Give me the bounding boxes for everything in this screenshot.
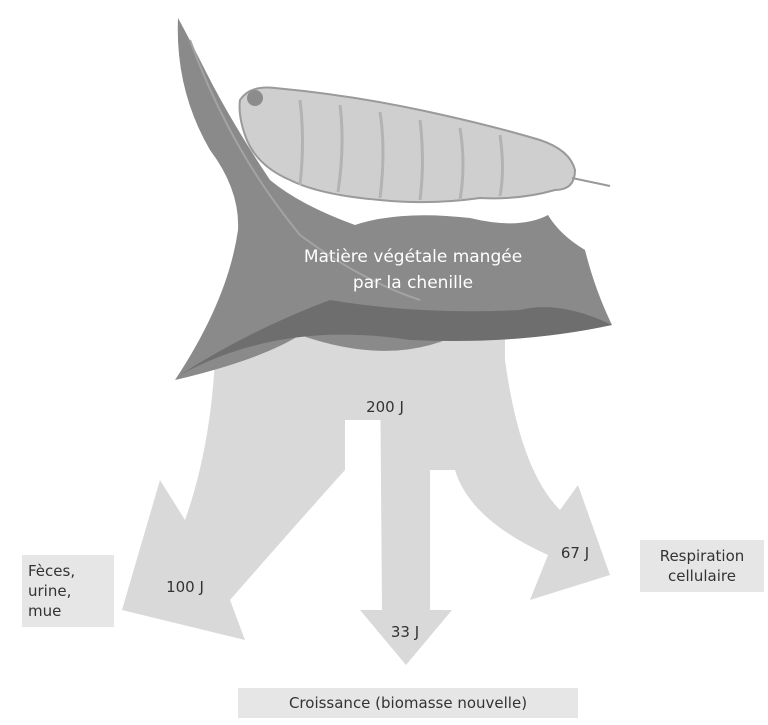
feces-label-line: urine, <box>28 581 108 601</box>
growth-label: Croissance (biomasse nouvelle) <box>238 688 578 718</box>
feces-energy-label: 100 J <box>166 578 204 596</box>
feces-label-line: Fèces, <box>28 561 108 581</box>
growth-label-box: Croissance (biomasse nouvelle) <box>238 688 578 718</box>
input-energy-label: 200 J <box>366 398 404 416</box>
food-label-line2: par la chenille <box>353 273 473 293</box>
growth-energy-label: 33 J <box>391 623 419 641</box>
feces-label-box: Fèces, urine, mue <box>22 555 114 627</box>
respiration-label-line: Respiration <box>644 546 760 566</box>
energy-flow-arrows <box>122 330 610 665</box>
respiration-label-line: cellulaire <box>644 566 760 586</box>
respiration-label-box: Respiration cellulaire <box>640 540 764 592</box>
food-label-line1: Matière végétale mangée <box>304 247 522 267</box>
feces-label-line: mue <box>28 601 108 621</box>
caterpillar-icon <box>240 88 610 203</box>
respiration-energy-label: 67 J <box>561 544 589 562</box>
